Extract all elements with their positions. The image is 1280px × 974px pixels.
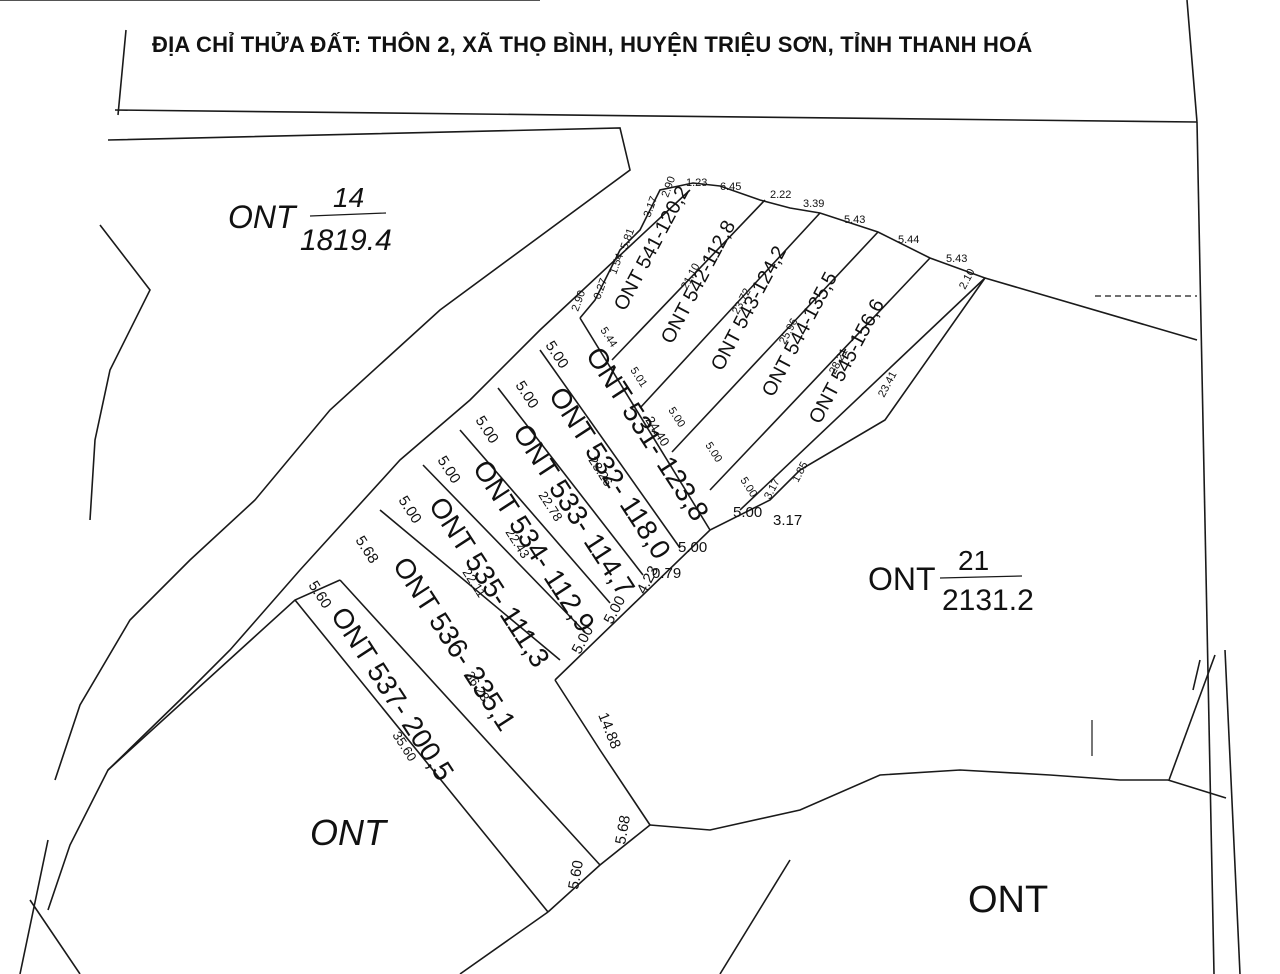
dim-label: 6.45 — [720, 181, 741, 193]
dim-label: 5.00 — [733, 504, 762, 521]
road-and-ont14-boundary — [19, 127, 691, 974]
dim-label: 1.54 — [608, 252, 627, 276]
dim-label: 14.88 — [594, 710, 624, 751]
dim-label: 2.22 — [770, 189, 791, 201]
ont14-type: ONT — [228, 199, 298, 235]
dim-label: 3.39 — [803, 198, 824, 210]
dim-label: 5.00 — [702, 440, 724, 465]
dim-label: 1.85 — [790, 460, 811, 485]
dim-label: 5.43 — [946, 253, 967, 265]
lots-block — [0, 0, 987, 913]
dim-label: 3.17 — [762, 477, 783, 502]
ont21-label: ONT 21 2131.2 — [868, 545, 1034, 617]
ont14-number: 14 — [333, 182, 364, 213]
ont-bottom-left-label: ONT — [310, 812, 389, 853]
dim-label: 5.60 — [565, 859, 587, 891]
dim-label: 5.00 — [542, 338, 572, 372]
dim-label: 5.81 — [619, 227, 638, 251]
dim-label: 0.27 — [592, 277, 611, 301]
dim-label: 5.00 — [512, 378, 542, 412]
dim-label: 5.00 — [395, 493, 425, 527]
dim-label: 5.00 — [472, 413, 502, 447]
ont14-label: ONT 14 1819.4 — [228, 182, 392, 257]
dim-label: 5.00 — [678, 539, 707, 556]
dim-label: 23.41 — [876, 369, 900, 399]
dim-label: 0.79 — [652, 565, 681, 582]
map-frame — [114, 0, 1241, 974]
ont-bottom-right-label: ONT — [968, 879, 1048, 921]
dim-label: 5.43 — [844, 214, 865, 226]
dim-label: 3.17 — [773, 512, 802, 529]
ont21-area: 2131.2 — [942, 584, 1034, 617]
map-title: ĐỊA CHỈ THỬA ĐẤT: THÔN 2, XÃ THỌ BÌNH, H… — [152, 32, 1033, 57]
dim-label: 5.68 — [352, 533, 382, 567]
ont14-area: 1819.4 — [300, 224, 392, 257]
dim-label: 5.00 — [665, 405, 687, 430]
dim-label: 5.68 — [612, 814, 634, 846]
dim-label: 2.90 — [570, 289, 589, 313]
dimension-labels: 1.23 6.45 2.22 3.39 5.43 5.44 5.43 2.10 … — [570, 175, 978, 502]
lower-lot-labels: ONT 531- 123,8 ONT 532- 118,0 ONT 533- 1… — [325, 341, 715, 786]
ont21-number: 21 — [958, 545, 989, 576]
dim-label: 5.44 — [898, 234, 919, 246]
lower-boundaries — [107, 277, 1198, 974]
ont21-type: ONT — [868, 561, 936, 597]
dim-label: 5.60 — [305, 578, 335, 612]
dim-label: 1.23 — [686, 177, 707, 189]
